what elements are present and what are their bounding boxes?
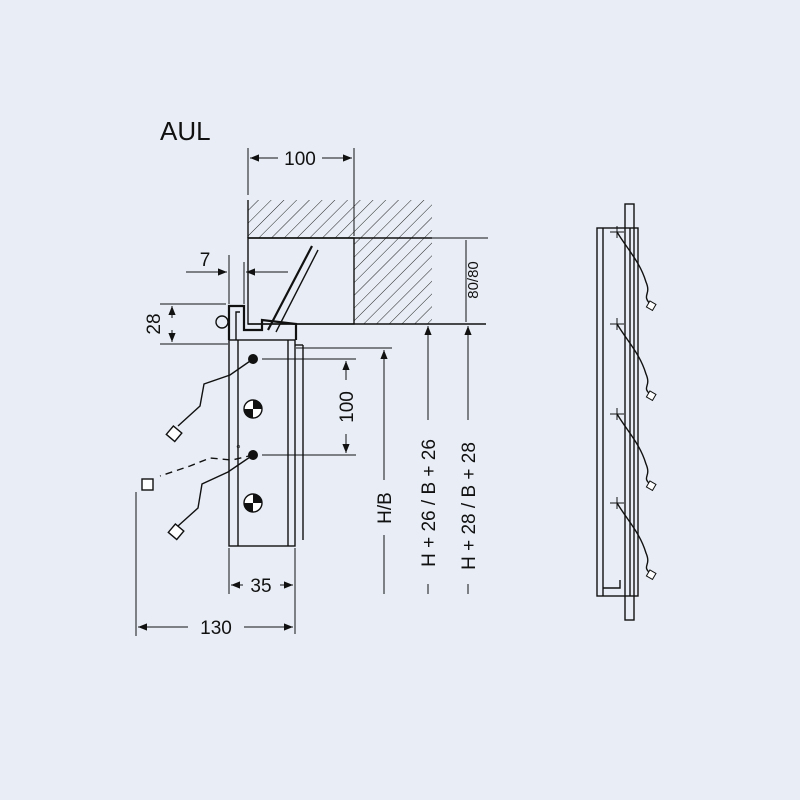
dim-top-width-label: 100 <box>284 149 316 170</box>
louvre-blade <box>267 245 319 333</box>
hinge-bar <box>624 203 635 621</box>
dim-recess-label: 80/80 <box>465 261 482 299</box>
dim-size-plus-26: H + 26 / B + 26 <box>419 326 440 594</box>
svg-text:°: ° <box>236 442 241 456</box>
dim-height-left-label: 28 <box>144 313 165 334</box>
elevation-arm-3 <box>610 408 657 492</box>
elevation-arm-1 <box>610 226 657 312</box>
wall-hatch-right <box>354 238 432 324</box>
dim-hole-spacing-label: 100 <box>337 391 358 423</box>
arm-open-dashed: ° <box>141 442 254 491</box>
dim-height-left: 28 <box>144 303 228 345</box>
dim-offset-label: 7 <box>200 250 211 271</box>
arm-upper <box>165 358 254 443</box>
drawing-title: AUL <box>160 116 211 146</box>
wall-hatch-top <box>248 200 432 238</box>
dim-total-width: 130 <box>135 492 293 639</box>
dim-recess: 80/80 <box>432 237 488 322</box>
dim-top-width: 100 <box>247 148 355 236</box>
arm-lower <box>167 454 254 541</box>
dim-hole-spacing: 100 <box>262 358 358 456</box>
dim-frame-width: 35 <box>228 548 296 634</box>
opening-box <box>247 237 355 325</box>
dim-size-plus-28: H + 28 / B + 28 <box>459 326 480 594</box>
frame-profile <box>215 304 304 547</box>
dim-size-nominal: H/B <box>296 347 396 594</box>
dim-size-nominal-label: H/B <box>375 492 396 524</box>
section-view: ° 100 7 28 <box>135 148 488 639</box>
dim-total-width-label: 130 <box>200 618 232 639</box>
hinge-hole-4 <box>243 493 263 513</box>
dim-frame-width-label: 35 <box>250 576 271 597</box>
elevation-arm-2 <box>610 318 657 402</box>
elevation-view <box>596 203 657 621</box>
hinge-hole-2 <box>243 399 263 419</box>
dim-size-plus-28-label: H + 28 / B + 28 <box>459 442 480 570</box>
dim-size-plus-26-label: H + 26 / B + 26 <box>419 439 440 567</box>
dim-offset: 7 <box>186 250 288 304</box>
elevation-arm-4 <box>610 497 657 581</box>
